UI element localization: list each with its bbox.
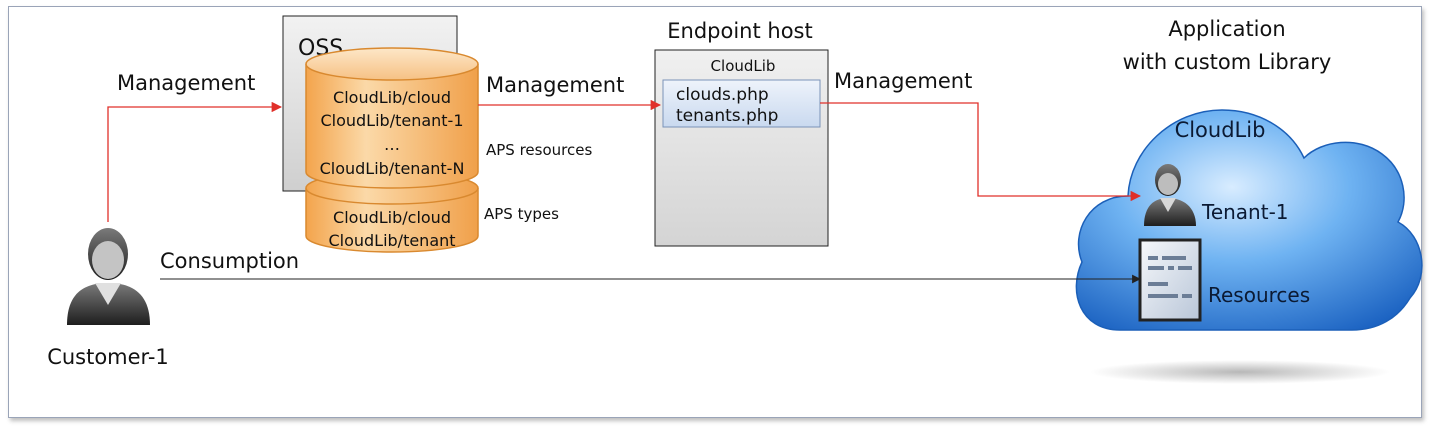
aps-types-label: APS types [484,205,559,223]
endpoint-title: Endpoint host [667,19,812,43]
aps-type-2: CloudLib/tenant [328,231,455,250]
aps-type-1: CloudLib/cloud [333,208,451,227]
aps-resource-1: CloudLib/cloud [333,88,451,107]
endpoint-host-box: Endpoint host CloudLib clouds.php tenant… [654,19,829,247]
cloud-shadow [1090,360,1390,384]
application-title-line1: Application [1168,17,1285,41]
tenant-person-icon [1144,164,1196,226]
tenant-label: Tenant-1 [1201,200,1289,224]
management-label-3: Management [834,69,972,93]
consumption-label: Consumption [160,249,299,273]
aps-resource-2: CloudLib/tenant-1 [320,111,463,130]
endpoint-files-box [662,79,821,128]
aps-resource-4: CloudLib/tenant-N [320,159,465,178]
resources-label: Resources [1208,283,1310,307]
aps-resource-3: … [384,135,400,154]
endpoint-file-2: tenants.php [676,106,778,126]
document-icon [1138,238,1202,322]
application-title-line2: with custom Library [1123,50,1332,74]
cloud-icon: CloudLib Tenant-1 Resources [1075,109,1423,331]
aps-resources-cylinder: CloudLib/cloud CloudLib/tenant-1 … Cloud… [305,47,479,189]
management-arrow-3 [820,102,1142,202]
endpoint-lib-label: CloudLib [711,57,776,75]
customer-person-icon [67,228,150,325]
management-label-2: Management [486,73,624,97]
customer-label: Customer-1 [47,345,169,369]
aps-resources-label: APS resources [486,141,592,159]
cloud-title: CloudLib [1175,118,1266,142]
endpoint-file-1: clouds.php [676,85,769,105]
management-label-1: Management [117,71,255,95]
aps-types-cylinder: CloudLib/cloud CloudLib/tenant [305,171,479,253]
management-arrow-1 [107,101,283,222]
